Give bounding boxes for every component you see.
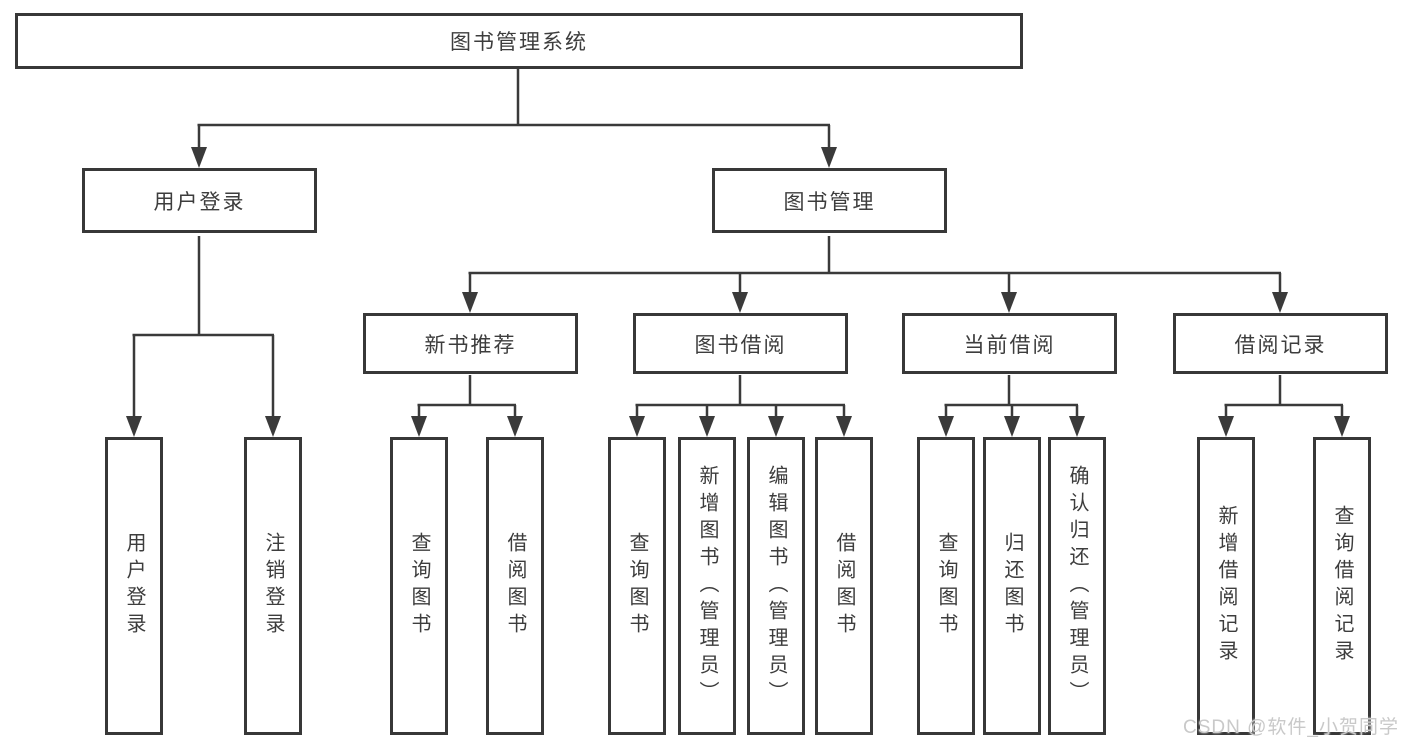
- leaf-label: 编辑图书（管理员）: [765, 464, 787, 708]
- node-label: 用户登录: [153, 190, 246, 214]
- node-label: 新书推荐: [424, 333, 517, 357]
- node-label: 图书管理系统: [450, 31, 588, 54]
- leaf-label: 查询借阅记录: [1331, 505, 1353, 667]
- leaf-borrow-borrow-books: 借阅图书: [815, 437, 873, 735]
- leaf-current-confirm-return-admin: 确认归还（管理员）: [1048, 437, 1106, 735]
- leaf-newbook-query-books: 查询图书: [390, 437, 448, 735]
- leaf-label: 查询图书: [935, 532, 957, 640]
- node-borrow-records: 借阅记录: [1173, 313, 1388, 374]
- leaf-user-login: 用户登录: [105, 437, 163, 735]
- node-label: 借阅记录: [1234, 333, 1327, 357]
- csdn-watermark: CSDN @软件_小贺同学: [1183, 717, 1399, 738]
- node-label: 图书借阅: [694, 333, 787, 357]
- leaf-label: 查询图书: [408, 532, 430, 640]
- leaf-newbook-borrow-books: 借阅图书: [486, 437, 544, 735]
- leaf-current-return-books: 归还图书: [983, 437, 1041, 735]
- node-label: 图书管理: [783, 190, 876, 214]
- node-book-borrow: 图书借阅: [633, 313, 848, 374]
- leaf-current-query-books: 查询图书: [917, 437, 975, 735]
- leaf-label: 借阅图书: [504, 532, 526, 640]
- leaf-label: 确认归还（管理员）: [1066, 464, 1088, 708]
- node-book-management: 图书管理: [712, 168, 947, 233]
- leaf-records-add-record: 新增借阅记录: [1197, 437, 1255, 735]
- leaf-borrow-add-books-admin: 新增图书（管理员）: [678, 437, 736, 735]
- leaf-borrow-edit-books-admin: 编辑图书（管理员）: [747, 437, 805, 735]
- node-new-book-recommend: 新书推荐: [363, 313, 578, 374]
- node-current-borrow: 当前借阅: [902, 313, 1117, 374]
- leaf-borrow-query-books: 查询图书: [608, 437, 666, 735]
- leaf-label: 用户登录: [123, 532, 145, 640]
- node-label: 当前借阅: [963, 333, 1056, 357]
- leaf-label: 归还图书: [1001, 532, 1023, 640]
- leaf-label: 借阅图书: [833, 532, 855, 640]
- leaf-logout: 注销登录: [244, 437, 302, 735]
- leaf-label: 注销登录: [262, 532, 284, 640]
- leaf-label: 新增借阅记录: [1215, 505, 1237, 667]
- node-root-library-management-system: 图书管理系统: [15, 13, 1023, 69]
- leaf-label: 新增图书（管理员）: [696, 464, 718, 708]
- leaf-label: 查询图书: [626, 532, 648, 640]
- leaf-records-query-record: 查询借阅记录: [1313, 437, 1371, 735]
- node-user-login: 用户登录: [82, 168, 317, 233]
